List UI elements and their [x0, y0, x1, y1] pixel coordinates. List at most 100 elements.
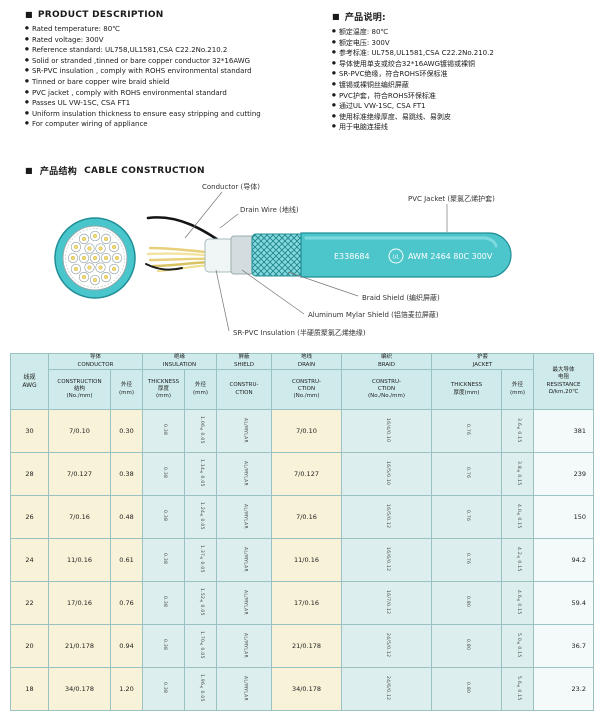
cell-value: 7/0.16 [69, 513, 90, 521]
drain-wire-2 [145, 263, 183, 271]
subheader-jacket-thickness: THICKNESS 厚度(mm) [431, 369, 502, 410]
cell-value: 4.2±0.15 [515, 546, 521, 572]
cell-ins-od: 1.24±0.05 [184, 495, 217, 539]
cell-ins-od: 1.06±0.05 [184, 409, 217, 453]
bullet-text: 导体使用单支或绞合32*16AWG镀锡或裸铜 [338, 59, 476, 68]
cell-cond-constr: 34/0.178 [48, 667, 111, 711]
cell-awg: 28 [10, 452, 49, 496]
bullet-item: ●SR-PVC绝缘，符合ROHS环保标准 [332, 69, 598, 80]
cell-jkt-thk: 0.76 [431, 495, 502, 539]
cell-awg: 22 [10, 581, 49, 625]
cell-awg: 18 [10, 667, 49, 711]
cell-value: 16/5/0.12 [384, 503, 390, 529]
cell-shield: AL/MYLAR [216, 538, 272, 582]
cell-value: 24/6/0.12 [384, 675, 390, 701]
header-group-conductor: 导体 CONDUCTOR [48, 353, 143, 370]
bullet-text: Rated temperature: 80℃ [31, 25, 121, 33]
cell-ins-thk: 0.38 [142, 409, 185, 453]
cell-braid: 16/7/0.12 [341, 581, 432, 625]
bullet-icon: ● [332, 60, 336, 66]
cell-value: AL/MYLAR [242, 675, 248, 701]
cell-ins-thk: 0.38 [142, 538, 185, 582]
bullet-icon: ● [332, 103, 336, 109]
bullet-icon: ● [25, 36, 29, 42]
cell-drain: 11/0.16 [271, 538, 342, 582]
cell-value: 21/0.178 [291, 642, 322, 650]
header-group-drain: 地线 DRAIN [271, 353, 342, 370]
cell-value: AL/MYLAR [242, 546, 248, 572]
bullet-item: ●通过UL VW-1SC, CSA FT1 [332, 101, 598, 112]
bullet-icon: ● [25, 121, 29, 127]
cell-ins-od: 1.52±0.05 [184, 581, 217, 625]
cell-value: 26 [25, 513, 34, 521]
bullet-text: Tinned or bare copper wire braid shield [31, 77, 170, 86]
cell-value: 28 [25, 470, 34, 478]
cell-value: 0.61 [119, 556, 134, 564]
spec-table-head: 线规 AWG 导体 CONDUCTOR 绝缘 INSULATION 屏蔽 SHI… [10, 353, 595, 410]
bullet-text: 镀锡或裸铜丝编织屏蔽 [338, 80, 409, 89]
bullet-item: ●Solid or stranded ,tinned or bare coppe… [25, 56, 317, 67]
cell-value: 0.76 [464, 510, 470, 522]
label-pvc-jacket: PVC Jacket (聚氯乙烯护套) [408, 194, 495, 203]
product-description-title: ■ PRODUCT DESCRIPTION [25, 10, 317, 20]
cell-value: 30 [25, 427, 34, 435]
label-conductor: Conductor (导体) [202, 182, 260, 191]
cell-value: 0.30 [119, 427, 134, 435]
cell-ins-od: 1.14±0.05 [184, 452, 217, 496]
subheader-cond-od: 外径 (mm) [110, 369, 143, 410]
cell-jkt-thk: 0.80 [431, 581, 502, 625]
cell-value: 17/0.16 [294, 599, 319, 607]
cell-value: 0.38 [161, 467, 167, 479]
bullet-item: ●Rated temperature: 80℃ [25, 24, 317, 35]
cell-jkt-od: 3.6±0.15 [500, 409, 535, 453]
cell-value: 22 [25, 599, 34, 607]
cell-value: 5.0±0.15 [515, 632, 521, 658]
cell-drain: 34/0.178 [271, 667, 342, 711]
cell-jkt-od: 5.6±0.15 [500, 667, 535, 711]
cell-value: 0.38 [161, 596, 167, 608]
subheader-drain-construction: CONSTRU- CTION (No./mm) [271, 369, 342, 410]
bullet-icon: ● [332, 71, 336, 77]
bullet-icon: ● [25, 110, 29, 116]
cell-value: AL/MYLAR [242, 503, 248, 529]
cell-value: 0.48 [119, 513, 134, 521]
bullet-item: ●Uniform insulation thickness to ensure … [25, 109, 317, 120]
bullet-icon: ● [25, 89, 29, 95]
bullet-icon: ● [25, 47, 29, 53]
cell-value: 1.52±0.05 [198, 588, 204, 616]
cell-awg: 30 [10, 409, 49, 453]
cell-value: 239 [573, 470, 587, 478]
bullet-text: PVC护套，符合ROHS环保标准 [338, 91, 436, 100]
cell-jkt-od: 5.0±0.15 [500, 624, 535, 668]
jacket-print: E338684 UL AWM 2464 80C 300V [334, 248, 493, 264]
cell-value: 18 [25, 685, 34, 693]
cell-value: 21/0.178 [64, 642, 95, 650]
bullet-item: ●参考标准: UL758,UL1581,CSA C22.2No.210.2 [332, 48, 598, 59]
cell-ins-thk: 0.38 [142, 495, 185, 539]
bullet-icon: ● [25, 57, 29, 63]
table-sub-header-row: CONSTRUCTION 结构 (No./mm) 外径 (mm) THICKNE… [11, 369, 594, 410]
product-description-title-text: PRODUCT DESCRIPTION [37, 10, 164, 20]
label-aluminum-mylar: Aluminum Mylar Shield (铝箔麦拉屏蔽) [308, 310, 439, 319]
section-square-icon: ■ [332, 11, 340, 21]
bullet-item: ●使用标准绝缘厚度、易跳线、易剥皮 [332, 112, 598, 123]
cell-resistance: 381 [533, 409, 595, 453]
bullet-text: 使用标准绝缘厚度、易跳线、易剥皮 [338, 112, 451, 121]
cell-value: 0.38 [161, 510, 167, 522]
cell-cond-constr: 17/0.16 [48, 581, 111, 625]
cell-resistance: 239 [533, 452, 595, 496]
cell-braid: 24/6/0.12 [341, 667, 432, 711]
cell-value: AL/MYLAR [242, 589, 248, 615]
cell-value: 0.80 [464, 682, 470, 694]
cell-value: 7/0.127 [294, 470, 319, 478]
cell-value: 59.4 [571, 599, 587, 607]
cell-value: AL/MYLAR [242, 460, 248, 486]
cable-construction-diagram: E338684 UL AWM 2464 80C 300V Conductor (… [54, 182, 512, 337]
bullet-text: 参考标准: UL758,UL1581,CSA C22.2No.210.2 [338, 49, 494, 58]
cell-braid: 16/4/0.10 [341, 409, 432, 453]
cell-jkt-od: 4.2±0.15 [500, 538, 535, 582]
cell-value: 24 [25, 556, 34, 564]
